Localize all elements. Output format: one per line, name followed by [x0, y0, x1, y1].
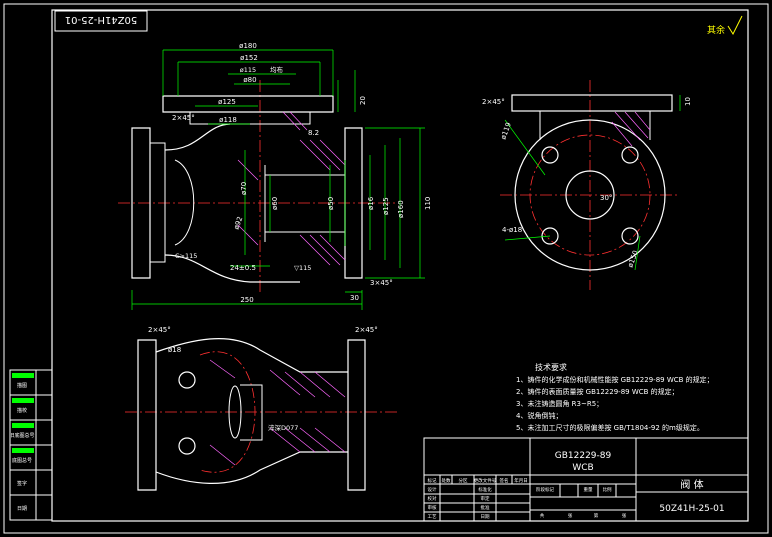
part-name: 阀 体	[680, 478, 703, 491]
tech-req-item-1: 1、铸件的化学成份和机械性能按 GB12229-89 WCB 的规定；	[516, 375, 714, 384]
roughness-symbol: 其余	[707, 15, 743, 36]
dim-110: 110	[424, 197, 432, 210]
tech-req-item-3: 3、未注铸造圆角 R3~R5；	[516, 399, 603, 408]
left-strip: 描图 描校 旧底图总号 底图总号 签字 日期	[9, 369, 53, 521]
dim-d115: ø115	[240, 66, 256, 74]
tb-process: 工艺	[428, 514, 437, 520]
dim-2x45: 2×45°	[172, 114, 195, 122]
dim-250: 250	[240, 296, 253, 304]
dim-d160: ø160	[397, 200, 405, 218]
tb-row-sign: 签名	[500, 477, 509, 484]
tb-sheet: 张	[622, 512, 627, 519]
dim-d16: ø16	[367, 196, 375, 210]
dim-3x45: 3×45°	[370, 279, 393, 287]
tb-row-change: 更改文件号	[474, 477, 497, 484]
dim-24: 24±0.5	[230, 264, 256, 272]
inner-border	[51, 9, 749, 522]
dim-d80: ø80	[243, 76, 256, 84]
strip-label-3: 旧底图总号	[9, 432, 34, 439]
tb-check: 校对	[428, 495, 437, 502]
tech-req-title: 技术要求	[535, 362, 567, 372]
tech-req-item-4: 4、锐角倒钝；	[516, 411, 562, 420]
material-line-2: WCB	[572, 463, 593, 473]
strip-label-2: 描校	[17, 407, 27, 414]
dim-d60: ø60	[271, 197, 279, 210]
title-block	[423, 437, 749, 522]
tb-row-mark: 标记	[428, 477, 437, 484]
strip-label-5: 签字	[17, 480, 27, 487]
dim-d125b: ø125	[382, 197, 390, 215]
dim-d70: ø70	[240, 182, 248, 195]
side-dim-10: 10	[684, 97, 692, 106]
outer-border	[3, 3, 769, 534]
section-dim-d18: ø18	[168, 346, 181, 354]
side-dim-2x45: 2×45°	[482, 98, 505, 106]
tb-standard: 标准化	[478, 486, 492, 493]
tb-weight: 重量	[584, 486, 593, 493]
tb-stage: 阶段标记	[536, 486, 554, 493]
dim-115b: ▽115	[294, 264, 311, 272]
dim-d115-suffix: 均布	[270, 65, 284, 74]
title-drawing-number: 50Z41H-25-01	[659, 504, 724, 514]
dim-d125: ø125	[218, 98, 236, 106]
tb-sheets: 张	[568, 512, 573, 519]
section-dim-2x45-right: 2×45°	[355, 326, 378, 334]
dim-d118: ø118	[219, 116, 237, 124]
dim-20: 20	[359, 96, 367, 105]
strip-label-1: 描图	[17, 382, 27, 389]
side-view: 2×45° 10 ø119 4-ø18 30° ø150	[482, 80, 692, 290]
technical-requirements: 技术要求 1、铸件的化学成份和机械性能按 GB12229-89 WCB 的规定；…	[516, 362, 714, 432]
dim-d180: ø180	[239, 42, 257, 50]
dim-c115: C>115	[175, 252, 197, 260]
dim-30: 30	[350, 294, 359, 302]
strip-label-4: 底图总号	[12, 457, 32, 464]
tb-approve1: 审定	[481, 495, 490, 502]
side-dim-d150: ø150	[626, 249, 640, 268]
tb-design: 设计	[428, 486, 437, 493]
tb-total: 共	[540, 512, 545, 519]
material-line-1: GB12229-89	[555, 451, 612, 461]
side-dim-30deg: 30°	[600, 194, 612, 202]
dim-d92: ø92	[232, 216, 244, 231]
front-view: ø180 ø152 ø115 均布 ø80 ø125 ø118 2×45° 8.…	[118, 42, 432, 310]
title-block-text: GB12229-89 WCB 阀 体 50Z41H-25-01 标记 处数 分区…	[428, 451, 725, 520]
roughness-note: 其余	[707, 24, 725, 36]
tb-approve2: 批准	[481, 504, 490, 511]
tb-row-count: 处数	[442, 477, 451, 484]
side-dim-4-d18: 4-ø18	[502, 226, 522, 234]
tech-req-item-2: 2、铸件的表面质量按 GB12229-89 WCB 的规定；	[516, 387, 679, 396]
tb-row-zone: 分区	[459, 477, 468, 484]
tb-scale: 比例	[603, 486, 612, 493]
tb-review: 审核	[428, 504, 437, 511]
tech-req-item-5: 5、未注加工尺寸的极限偏差按 GB/T1804-92 的m级规定。	[516, 423, 704, 432]
section-dim-2x45-left: 2×45°	[148, 326, 171, 334]
tb-no: 第	[594, 512, 599, 519]
dim-8-2: 8.2	[308, 129, 319, 137]
mirrored-drawing-number: 50Z41H-25-01	[65, 14, 138, 25]
dim-d152: ø152	[240, 54, 258, 62]
mirrored-number-box: 50Z41H-25-01	[54, 10, 148, 32]
section-note: 淬深D077	[268, 423, 298, 432]
side-dim-d119: ø119	[499, 121, 513, 140]
tb-row-date: 年月日	[514, 477, 528, 484]
strip-label-6: 日期	[17, 506, 27, 512]
section-view: 2×45° 2×45° ø18 淬深D077	[125, 326, 400, 491]
dim-d50: ø50	[327, 197, 335, 210]
tb-date: 日期	[481, 514, 490, 520]
